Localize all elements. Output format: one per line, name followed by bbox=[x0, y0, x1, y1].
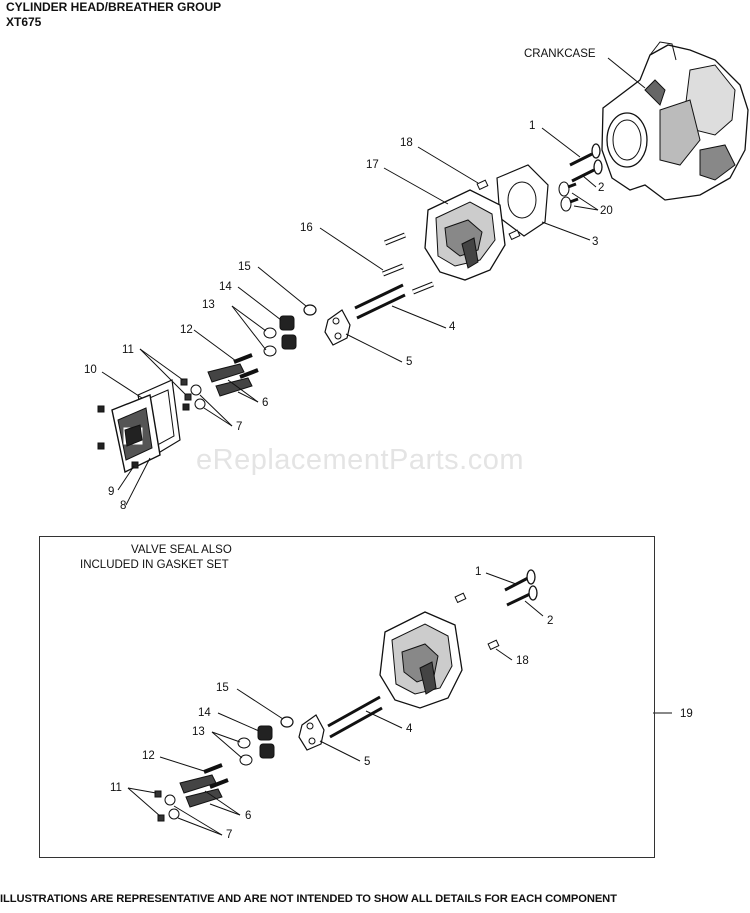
label-14: 14 bbox=[219, 281, 232, 293]
diagram-title: CYLINDER HEAD/BREATHER GROUP bbox=[6, 0, 222, 14]
inset-cylinder-head-part bbox=[379, 611, 463, 709]
gasket-set-inset bbox=[39, 536, 655, 858]
inset-label-18: 18 bbox=[516, 655, 529, 667]
head-bolt-part bbox=[382, 232, 434, 295]
disclaimer-footer: ILLUSTRATIONS ARE REPRESENTATIVE AND ARE… bbox=[0, 893, 617, 905]
inset-label-12: 12 bbox=[142, 750, 155, 762]
valve-seal-part bbox=[558, 181, 579, 212]
exhaust-valve-part bbox=[571, 159, 603, 183]
model-number: XT675 bbox=[6, 15, 42, 29]
crankcase-part bbox=[601, 41, 749, 201]
label-8: 8 bbox=[120, 500, 127, 512]
rocker-stud-part bbox=[233, 353, 259, 379]
dowel-pin-part bbox=[476, 179, 521, 241]
label-6: 6 bbox=[262, 397, 269, 409]
label-3: 3 bbox=[592, 236, 599, 248]
label-17: 17 bbox=[366, 159, 379, 171]
inset-label-11: 11 bbox=[110, 782, 122, 794]
label-1: 1 bbox=[529, 120, 536, 132]
inset-label-6: 6 bbox=[245, 810, 252, 822]
leader-crankcase bbox=[607, 57, 646, 89]
label-11: 11 bbox=[122, 344, 134, 356]
inset-label-2: 2 bbox=[547, 615, 554, 627]
label-18: 18 bbox=[400, 137, 413, 149]
rocker-arm-part bbox=[207, 363, 253, 397]
valve-cover-part bbox=[111, 394, 161, 474]
label-10: 10 bbox=[84, 364, 97, 376]
inset-label-1: 1 bbox=[475, 566, 482, 578]
guide-plate-part bbox=[324, 309, 351, 346]
push-rod-part bbox=[354, 283, 406, 320]
rocker-pivot-part bbox=[190, 384, 206, 410]
inset-valve-part bbox=[504, 569, 538, 607]
label-5: 5 bbox=[406, 356, 413, 368]
label-15: 15 bbox=[238, 261, 251, 273]
inset-label-14: 14 bbox=[198, 707, 211, 719]
inset-note-line2: INCLUDED IN GASKET SET bbox=[80, 559, 229, 571]
label-4: 4 bbox=[449, 321, 456, 333]
adjust-nut-part bbox=[180, 378, 192, 401]
stem-seal-part bbox=[303, 304, 317, 316]
watermark: eReplacementParts.com bbox=[196, 444, 525, 476]
cylinder-head-part bbox=[424, 189, 506, 281]
intake-valve-part bbox=[569, 143, 601, 167]
label-crankcase: CRANKCASE bbox=[524, 48, 596, 60]
label-2: 2 bbox=[598, 182, 605, 194]
label-13: 13 bbox=[202, 299, 215, 311]
label-12: 12 bbox=[180, 324, 193, 336]
label-16: 16 bbox=[300, 222, 313, 234]
head-gasket-part bbox=[496, 164, 549, 237]
label-7: 7 bbox=[236, 421, 243, 433]
spring-cap-part bbox=[263, 327, 277, 357]
label-9: 9 bbox=[108, 486, 115, 498]
valve-spring-part bbox=[279, 315, 297, 350]
label-20: 20 bbox=[600, 205, 613, 217]
cover-screw-part bbox=[97, 403, 190, 469]
inset-label-19: 19 bbox=[680, 708, 693, 720]
inset-label-4: 4 bbox=[406, 723, 413, 735]
inset-label-7: 7 bbox=[226, 829, 233, 841]
inset-note-line1: VALVE SEAL ALSO bbox=[131, 544, 232, 556]
inset-label-5: 5 bbox=[364, 756, 371, 768]
inset-label-13: 13 bbox=[192, 726, 205, 738]
inset-label-15: 15 bbox=[216, 682, 229, 694]
